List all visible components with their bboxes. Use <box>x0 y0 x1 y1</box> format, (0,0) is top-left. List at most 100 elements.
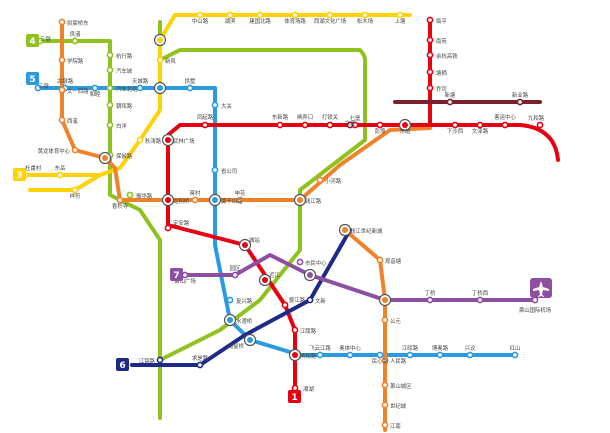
transfer-x-huochedong[interactable] <box>398 118 412 132</box>
station-wenyi[interactable] <box>58 86 66 94</box>
station-minxin[interactable] <box>376 351 384 359</box>
transfer-x-tiantong[interactable] <box>153 81 167 95</box>
station-bohai[interactable] <box>436 351 444 359</box>
station-tiantong[interactable] <box>136 84 144 92</box>
station-jiangling[interactable] <box>291 326 299 334</box>
station-daguan[interactable] <box>211 101 219 109</box>
line-badge-4[interactable]: 4 <box>26 34 39 47</box>
station-zhongshan[interactable] <box>196 11 204 19</box>
station-xinzhai[interactable] <box>446 98 454 106</box>
line-5-path[interactable] <box>36 86 517 357</box>
station-wenze[interactable] <box>476 121 484 129</box>
transfer-x-feiyun[interactable] <box>243 333 257 347</box>
station-xingye[interactable] <box>466 351 474 359</box>
line-badge-1[interactable]: 1 <box>288 390 301 403</box>
line-6-path[interactable] <box>130 228 352 367</box>
station-zhaohui[interactable] <box>106 101 114 109</box>
station-jiuhe[interactable] <box>536 121 544 129</box>
transfer-x-binhe[interactable] <box>288 348 302 362</box>
station-fengqi[interactable] <box>201 121 209 129</box>
station-gongyuan[interactable] <box>381 316 389 324</box>
station-wenyi_rd[interactable] <box>106 66 114 74</box>
line-2-south[interactable] <box>343 228 387 432</box>
transfer-x-qianjiang[interactable] <box>293 193 307 207</box>
line-badge-7[interactable]: 7 <box>170 268 183 281</box>
transfer-x-chengzhan[interactable] <box>238 238 252 252</box>
station-dongxin[interactable] <box>276 121 284 129</box>
airport-icon[interactable] <box>530 278 552 298</box>
station-airport_term[interactable] <box>531 296 539 304</box>
station-xiaoheng[interactable] <box>316 176 324 184</box>
transfer-x-huanglong[interactable] <box>98 151 112 165</box>
station-jiangnan[interactable] <box>381 421 389 429</box>
station-dingqiao2[interactable] <box>476 296 484 304</box>
transfer-x-sports[interactable] <box>303 268 317 282</box>
station-huzhou[interactable] <box>106 84 114 92</box>
station-xihu_cultural[interactable] <box>326 11 334 19</box>
station-wujiang[interactable] <box>281 301 289 309</box>
station-shiji[interactable] <box>381 401 389 409</box>
station-qianjiang_sports[interactable] <box>346 351 354 359</box>
station-shenhua[interactable] <box>236 196 244 204</box>
station-qiaosi[interactable] <box>426 84 434 92</box>
station-citizen_center[interactable] <box>296 258 304 266</box>
station-dingan[interactable] <box>164 224 172 232</box>
station-jiangjin[interactable] <box>156 356 164 364</box>
station-huanglong[interactable] <box>71 146 79 154</box>
station-xixi[interactable] <box>58 116 66 124</box>
station-xinfeng[interactable] <box>156 56 164 64</box>
station-fuchun[interactable] <box>226 296 234 304</box>
station-jiangyin[interactable] <box>406 351 414 359</box>
station-xiaoshan_city[interactable] <box>381 381 389 389</box>
transfer-x-wulin[interactable] <box>161 193 175 207</box>
station-guanyin[interactable] <box>376 256 384 264</box>
transfer-x-newcity[interactable] <box>338 223 352 237</box>
station-liulin[interactable] <box>346 121 354 129</box>
station-yushi[interactable] <box>426 51 434 59</box>
station-dongyue[interactable] <box>56 171 64 179</box>
station-hemu[interactable] <box>91 84 99 92</box>
station-liangzhu[interactable] <box>71 37 79 45</box>
station-dingqiao[interactable] <box>426 296 434 304</box>
transfer-x-longxiang[interactable] <box>161 133 175 147</box>
station-xueyuan[interactable] <box>58 56 66 64</box>
transfer-x-jinjiang[interactable] <box>258 273 272 287</box>
station-xiangfu[interactable] <box>71 186 79 194</box>
station-gongshu[interactable] <box>186 84 194 92</box>
station-tiyu[interactable] <box>291 11 299 19</box>
station-renmin[interactable] <box>381 356 389 364</box>
station-gongchen[interactable] <box>58 18 66 26</box>
station-baiyang[interactable] <box>106 121 114 129</box>
station-hongshan[interactable] <box>511 351 519 359</box>
station-songmu[interactable] <box>361 11 369 19</box>
station-xiasha[interactable] <box>451 121 459 129</box>
transfer-x-gongyuan[interactable] <box>378 293 392 307</box>
line-4-loop[interactable] <box>158 20 367 362</box>
station-xiangji[interactable] <box>116 196 124 204</box>
line-badge-5[interactable]: 5 <box>26 72 39 85</box>
station-pengbu[interactable] <box>376 121 384 129</box>
line-badge-3[interactable]: 3 <box>13 168 26 181</box>
transfer-x-shuicheng[interactable] <box>223 313 237 327</box>
transfer-x-zhaohui[interactable] <box>208 193 222 207</box>
station-tangxi[interactable] <box>426 68 434 76</box>
station-sanba2[interactable] <box>34 84 42 92</box>
station-kuaile[interactable] <box>301 121 309 129</box>
transfer-x-xinfeng[interactable] <box>153 33 167 47</box>
station-zhenhua[interactable] <box>126 191 134 199</box>
station-shenggong[interactable] <box>211 166 219 174</box>
station-xiaoshan_plaza[interactable] <box>181 271 189 279</box>
station-shangtang[interactable] <box>396 11 404 19</box>
station-jianguo[interactable] <box>256 11 264 19</box>
station-jiangcun[interactable] <box>191 196 199 204</box>
station-wenxin[interactable] <box>306 296 314 304</box>
station-hubin[interactable] <box>226 11 234 19</box>
station-qiuyi[interactable] <box>136 136 144 144</box>
line-3-branch[interactable] <box>28 173 102 192</box>
station-hangda[interactable] <box>106 51 114 59</box>
station-feiyun[interactable] <box>316 351 324 359</box>
station-xianghu[interactable] <box>291 384 299 392</box>
station-xinye[interactable] <box>516 98 524 106</box>
station-kexue[interactable] <box>501 121 509 129</box>
station-linping[interactable] <box>426 16 434 24</box>
